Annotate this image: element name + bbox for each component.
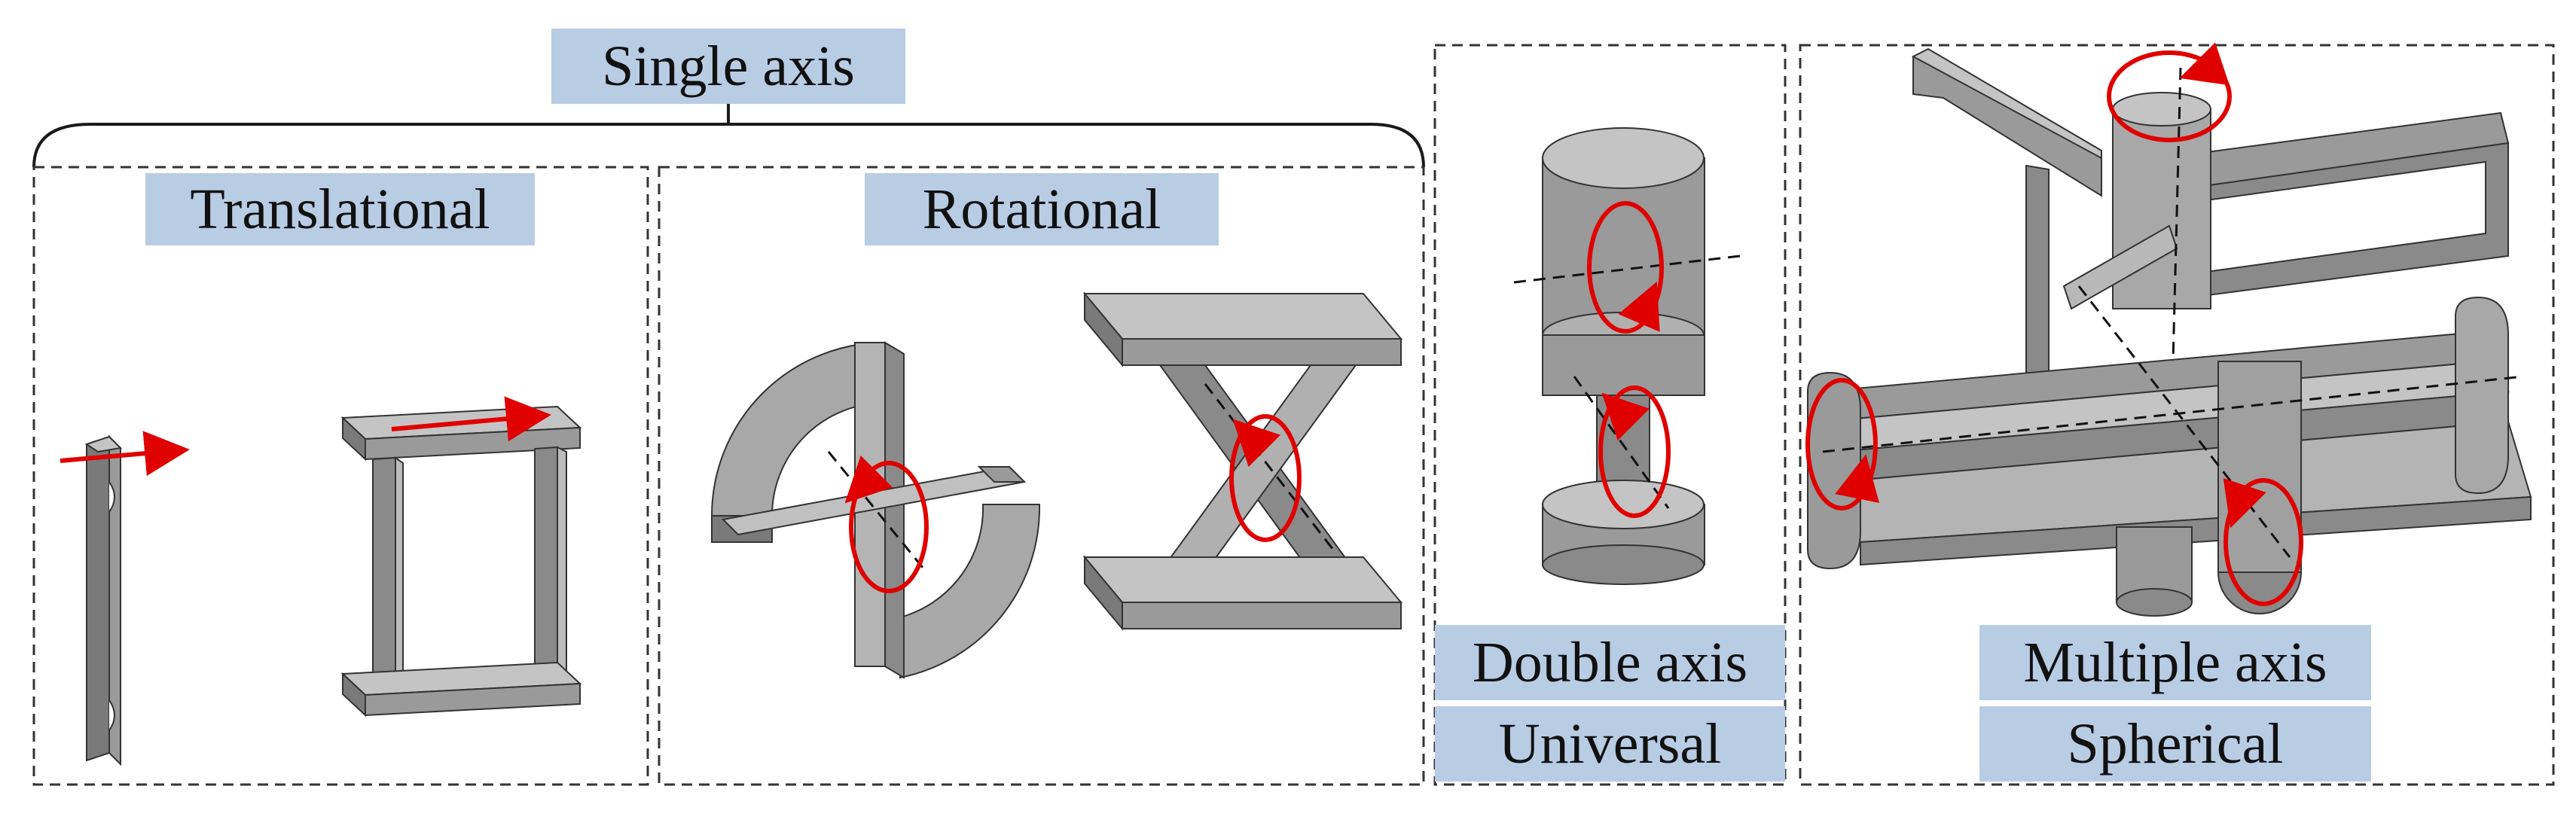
single-axis-brace (32, 104, 1425, 168)
universal-panel (1433, 44, 1787, 786)
spherical-joint-part (1807, 47, 2532, 617)
universal-joint-part (1542, 127, 1705, 585)
single-axis-label: Single axis (551, 29, 905, 104)
spherical-label: Spherical (1979, 706, 2371, 782)
rotation-arrow-2 (1229, 414, 1302, 542)
cross-flexure-part (1082, 291, 1403, 631)
rotation-arrowhead-universal-1 (1618, 281, 1660, 332)
cartwheel-flexure-part (710, 341, 1041, 679)
rotation-arrowhead-2 (1232, 419, 1281, 468)
rotational-panel (658, 166, 1425, 786)
universal-label: Universal (1435, 706, 1785, 782)
multiple-axis-label: Multiple axis (1979, 625, 2371, 700)
rotation-arrow-universal-2 (1598, 386, 1671, 518)
rotation-arrow-spherical-1 (2107, 50, 2232, 142)
parallel-flexure-part (340, 405, 582, 718)
rotation-arrowhead-spherical-1 (2179, 42, 2230, 86)
double-axis-label: Double axis (1435, 625, 1785, 700)
rotation-arrowhead-spherical-2 (1835, 454, 1880, 503)
rotation-arrowhead-1 (844, 455, 893, 504)
rotation-arrowhead-spherical-3 (2223, 477, 2266, 529)
translational-panel (32, 166, 649, 786)
rotation-arrowhead-universal-2 (1601, 392, 1650, 441)
rotation-arrow-spherical-2 (1805, 378, 1878, 510)
rotational-label: Rotational (865, 173, 1219, 245)
translation-arrow-1 (60, 431, 190, 477)
spherical-panel (1799, 44, 2555, 786)
notch-flexure-part (84, 434, 123, 766)
universal-axis-2 (1573, 376, 1670, 509)
translational-label: Translational (145, 173, 535, 245)
translation-arrow-2 (391, 396, 551, 442)
spherical-axis-vertical (2172, 67, 2182, 362)
